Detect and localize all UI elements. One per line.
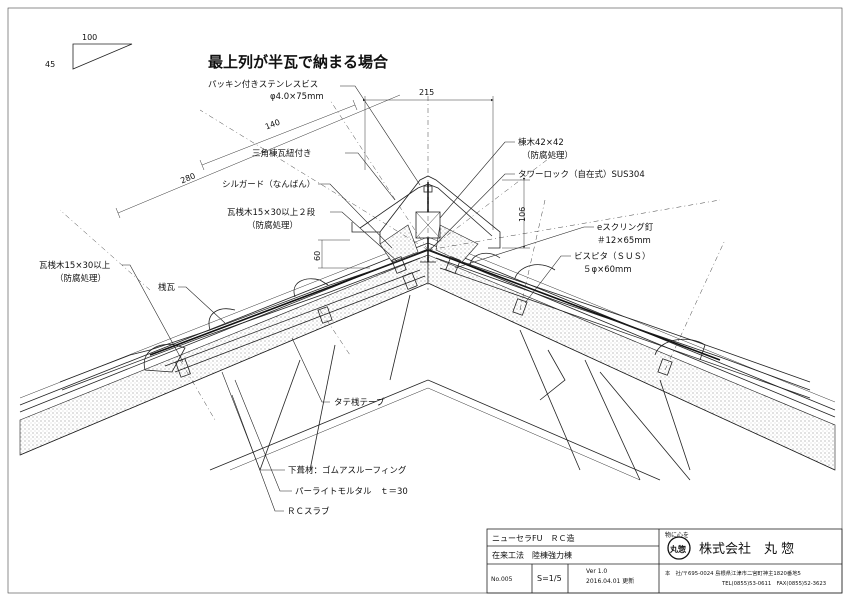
tb-address: 本 社/〒695-0024 島根県江津市二宮町神主1820番地5 xyxy=(665,569,801,577)
label-bispita: ビスピタ（ＳＵＳ） xyxy=(574,251,651,262)
label-bispita-size: ５φ×60mm xyxy=(583,265,632,275)
label-batten-left-note: （防腐処理） xyxy=(55,273,106,284)
label-sangawara: 桟瓦 xyxy=(158,282,176,293)
tb-date: 2016.04.01 更新 xyxy=(586,577,634,585)
roof-structure xyxy=(19,236,836,481)
label-ridge-wood-note: （防腐処理） xyxy=(522,150,573,161)
label-ridge-wood: 棟木42×42 xyxy=(518,137,564,148)
rc-slab-right xyxy=(427,254,836,471)
dim-280: 280 xyxy=(179,171,197,185)
dim-106: 106 xyxy=(518,207,527,222)
label-tower-lock: タワーロック（自在式）SUS304 xyxy=(518,169,645,180)
label-rc-slab: ＲＣスラブ xyxy=(287,506,330,517)
label-underlay: 下葺材：ゴムアスルーフィング xyxy=(288,465,407,476)
tiles-left xyxy=(59,249,429,391)
dim-60: 60 xyxy=(313,251,322,261)
drawing-title: 最上列が半瓦で納まる場合 xyxy=(208,53,389,71)
slope-indicator: 100 45 xyxy=(45,33,133,70)
tb-company: 株式会社 丸 惣 xyxy=(699,541,794,557)
label-e-screw: eスクリング釘 xyxy=(597,222,654,233)
dimension-lines: 215 140 280 106 60 xyxy=(115,88,530,269)
tb-product: ニューセラFU ＲＣ造 xyxy=(492,533,574,543)
tb-scale: S=1/5 xyxy=(537,574,562,583)
label-packing-screw: パッキン付きステンレスビス xyxy=(208,79,318,90)
company-logo: 丸惣 xyxy=(667,536,691,560)
label-batten-left: 瓦桟木15×30以上 xyxy=(39,260,111,271)
title-block: ニューセラFU ＲＣ造 在来工法 陸棟強力棟 No.005 S=1/5 Ver … xyxy=(486,528,843,594)
callouts: パッキン付きステンレスビス φ4.0×75mm 三角棟瓦紐付き シルガード（なん… xyxy=(39,79,654,517)
tb-tel: TEL(0855)53-0611 FAX(0855)52-3623 xyxy=(721,581,826,587)
tb-motto: 物に心を xyxy=(665,531,689,539)
slope-run-label: 100 xyxy=(82,33,97,42)
label-batten-two: 瓦桟木15×30以上２段 xyxy=(227,207,316,218)
label-sill-guard: シルガード（なんばん） xyxy=(222,179,315,190)
dim-140: 140 xyxy=(264,118,281,132)
tb-seal: 丸惣 xyxy=(669,544,686,554)
tiles-right xyxy=(427,249,811,399)
sill-guard-left xyxy=(379,224,419,263)
tb-number: No.005 xyxy=(491,576,513,583)
drawing-frame xyxy=(7,7,843,594)
sill-guard-right xyxy=(435,224,479,263)
label-triangle-ridge: 三角棟瓦紐付き xyxy=(252,148,312,159)
rc-slab-left xyxy=(19,254,429,456)
label-perlite: パーライトモルタル ｔ＝30 xyxy=(295,487,408,497)
dim-215: 215 xyxy=(419,88,434,97)
label-packing-screw-size: φ4.0×75mm xyxy=(270,92,324,102)
slope-rise-label: 45 xyxy=(45,60,55,69)
tb-version: Ver 1.0 xyxy=(586,568,607,575)
label-batten-two-note: （防腐処理） xyxy=(247,220,298,231)
label-tate-tape: タテ桟テープ xyxy=(334,397,385,408)
label-e-screw-size: ＃12×65mm xyxy=(597,236,651,246)
tb-method: 在来工法 陸棟強力棟 xyxy=(492,550,572,560)
ridge-assembly xyxy=(351,175,501,290)
